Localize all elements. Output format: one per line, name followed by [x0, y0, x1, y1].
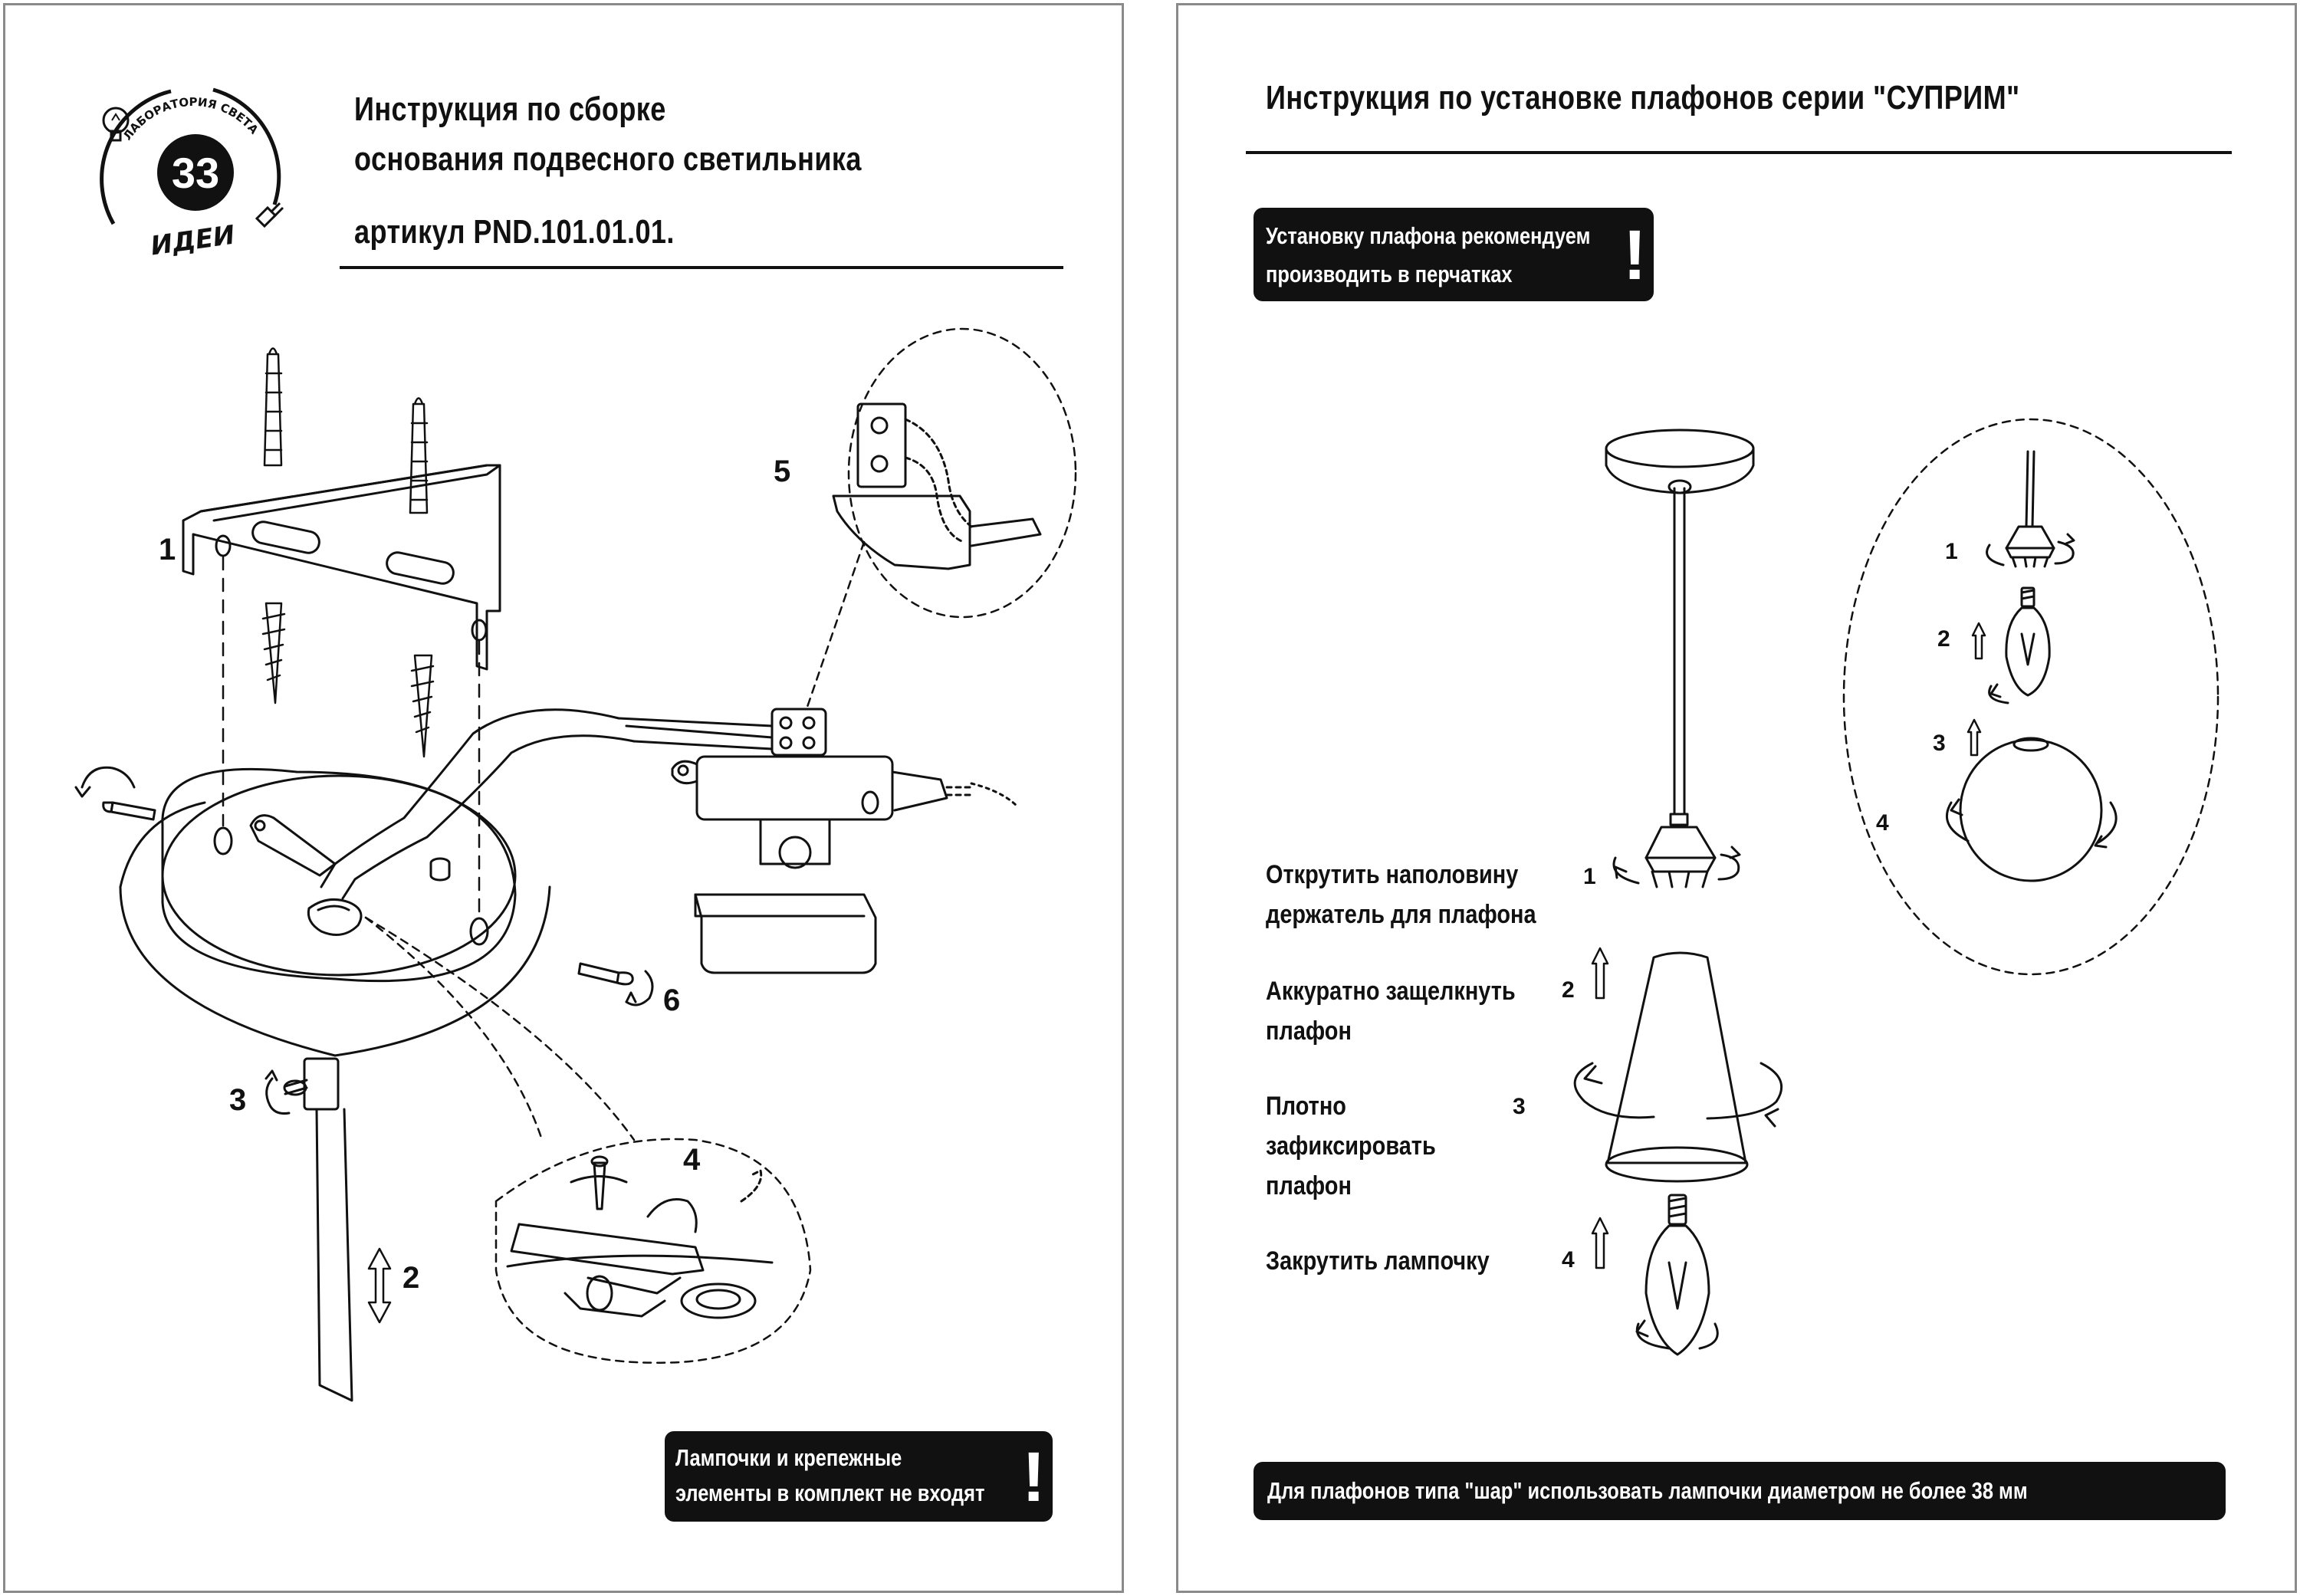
ceiling-canopy — [1605, 429, 1755, 494]
plug-icon — [255, 202, 284, 228]
ball-bulb-notice-badge: Для плафонов типа "шар" использовать лам… — [1254, 1462, 2226, 1520]
inset-step-1: 1 — [1945, 539, 1958, 564]
pendant-tube — [264, 1057, 353, 1402]
shade-install-page: Инструкция по установке плафонов серии "… — [1176, 3, 2297, 1593]
kit-notice-line-2: элементы в комплект не входят — [675, 1479, 985, 1506]
title-line-2: основания подвесного светильника — [354, 140, 862, 178]
suspension-rod — [1669, 487, 1689, 826]
lightbulb-icon — [102, 107, 130, 142]
canopy — [119, 767, 551, 1057]
clamp-bracket — [249, 814, 337, 877]
step-3-text-line-1: Плотно — [1266, 1092, 1346, 1121]
candle-bulb-icon — [2005, 586, 2051, 697]
up-arrow-icon — [1591, 1217, 1609, 1269]
up-down-arrow-icon — [367, 1247, 392, 1324]
wall-plug-icon — [263, 347, 283, 467]
logo-number: 33 — [172, 149, 219, 197]
step-label-1: 1 — [159, 533, 176, 566]
step-4-text-line-1: Закрутить лампочку — [1266, 1246, 1490, 1276]
shade-holder — [1612, 826, 1741, 888]
gloves-notice-badge: Установку плафона рекомендуем производит… — [1254, 208, 1654, 301]
step-2-text-line-2: плафон — [1266, 1016, 1352, 1046]
cone-shade — [1573, 951, 1783, 1183]
callout-4-detail — [495, 1138, 812, 1364]
screw-icon — [74, 766, 156, 821]
step-4-number: 4 — [1562, 1247, 1575, 1273]
base-assembly-diagram — [74, 327, 1077, 1402]
inset-step-2: 2 — [1937, 626, 1950, 652]
step-1-text-line-2: держатель для плафона — [1266, 900, 1536, 929]
exclamation-mark-icon: ! — [1022, 1438, 1046, 1516]
candle-bulb-icon — [1635, 1194, 1719, 1356]
step-2-text-line-1: Аккуратно защелкнуть — [1266, 977, 1516, 1006]
step-label-2: 2 — [402, 1261, 420, 1295]
assembly-instruction-page: ЛАБОРАТОРИЯ СВЕТА 33 ИДЕИ Инструкция по … — [3, 3, 1124, 1593]
step-label-3: 3 — [229, 1083, 247, 1117]
kit-notice-line-1: Лампочки и крепежные — [675, 1444, 902, 1471]
gloves-notice-line-2: производить в перчатках — [1266, 261, 1513, 287]
mounting-bracket — [182, 464, 501, 671]
terminal-block — [617, 708, 1019, 974]
page-title: Инструкция по установке плафонов серии "… — [1266, 79, 2020, 117]
step-3-number: 3 — [1513, 1094, 1526, 1119]
wall-plug-icon — [409, 397, 429, 514]
up-arrow-icon — [1967, 622, 1986, 757]
screw-icon — [410, 654, 435, 758]
step-3-text-line-3: плафон — [1266, 1171, 1352, 1200]
shade-install-diagram — [1573, 418, 2220, 1356]
inset-step-3: 3 — [1933, 731, 1946, 756]
title-rule — [1246, 151, 2232, 154]
title-line-3: артикул PND.101.01.01. — [354, 213, 675, 251]
callout-5-detail — [805, 327, 1077, 711]
step-1-number: 1 — [1583, 864, 1596, 889]
screw-icon — [261, 602, 286, 704]
logo-emblem: ЛАБОРАТОРИЯ СВЕТА 33 ИДЕИ — [100, 87, 284, 262]
ball-shade-inset — [1842, 418, 2220, 976]
ball-bulb-notice-text: Для плафонов типа "шар" использовать лам… — [1267, 1477, 2028, 1504]
title-line-1: Инструкция по сборке — [354, 90, 666, 128]
exclamation-mark-icon: ! — [1623, 216, 1647, 294]
kit-notice-badge: Лампочки и крепежные элементы в комплект… — [665, 1431, 1053, 1522]
up-arrow-icon — [1591, 947, 1609, 1000]
step-label-6: 6 — [663, 984, 681, 1017]
inset-step-4: 4 — [1876, 810, 1889, 836]
step-2-number: 2 — [1562, 977, 1575, 1003]
step-label-5: 5 — [774, 455, 791, 488]
step-label-4: 4 — [683, 1143, 701, 1177]
cable-gland — [307, 708, 636, 936]
screw-icon — [577, 962, 654, 1007]
step-1-text-line-1: Открутить наполовину — [1266, 860, 1519, 889]
step-3-text-line-2: зафиксировать — [1266, 1131, 1436, 1161]
title-rule — [340, 266, 1063, 269]
gloves-notice-line-1: Установку плафона рекомендуем — [1266, 222, 1591, 249]
